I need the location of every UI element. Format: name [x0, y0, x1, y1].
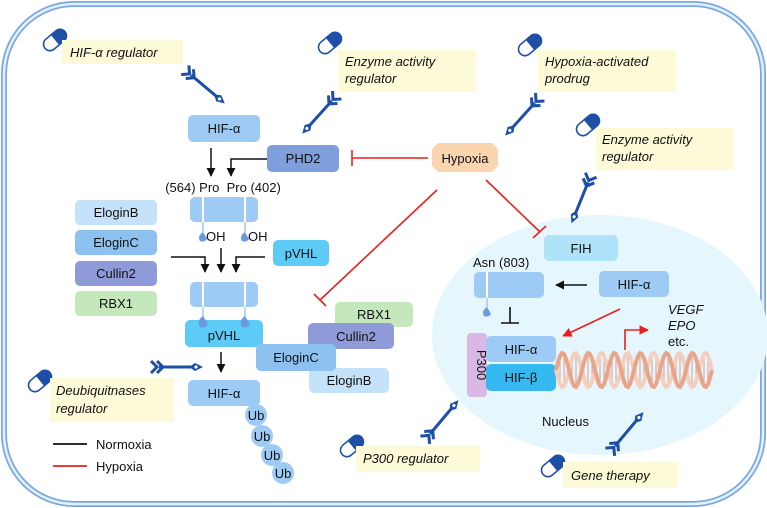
legend-label: Normoxia: [96, 437, 152, 452]
svg-text:HIF-β: HIF-β: [505, 370, 538, 385]
gene-label: EPO: [668, 318, 695, 333]
drug-label: regulator: [56, 401, 108, 416]
svg-text:Cullin2: Cullin2: [336, 329, 376, 344]
svg-text:Cullin2: Cullin2: [96, 266, 136, 281]
drug-gene-therapy: Gene therapy: [538, 451, 678, 488]
drug-label: Hypoxia-activated: [545, 54, 649, 69]
drug-enzyme-activity-regulator-fih: Enzyme activity regulator: [573, 110, 734, 170]
ubiquitin: Ub: [264, 448, 281, 463]
hif-alpha-pvhl-bound: pVHL: [185, 282, 263, 347]
asn-label: Asn (803): [473, 255, 529, 270]
legend: Normoxia Hypoxia: [53, 437, 152, 474]
svg-text:EloginB: EloginB: [327, 373, 372, 388]
svg-text:pVHL: pVHL: [208, 328, 241, 343]
svg-text:PHD2: PHD2: [286, 151, 321, 166]
hif-alpha-hydroxylated: OH OH: [190, 197, 268, 244]
ubiquitin: Ub: [275, 466, 292, 481]
drug-label: Enzyme activity: [345, 54, 437, 69]
hypoxia-node: Hypoxia: [432, 143, 498, 172]
p300: P300: [467, 333, 489, 397]
svg-text:HIF-α: HIF-α: [208, 121, 241, 136]
svg-text:P300: P300: [474, 350, 489, 380]
legend-label: Hypoxia: [96, 459, 144, 474]
e3-complex: RBX1 Cullin2 EloginB EloginC: [256, 302, 413, 393]
pvhl-free: pVHL: [273, 240, 329, 266]
drug-label: Gene therapy: [571, 468, 651, 483]
svg-text:HIF-α: HIF-α: [505, 342, 538, 357]
drug-label: Enzyme activity: [602, 132, 694, 147]
svg-text:EloginC: EloginC: [273, 350, 319, 365]
drug-label: Deubiquitnases: [56, 383, 146, 398]
svg-text:HIF-α: HIF-α: [208, 386, 241, 401]
drug-enzyme-activity-regulator-phd2: Enzyme activity regulator: [315, 28, 476, 92]
drug-label: HIF-α regulator: [70, 45, 158, 60]
ubiquitin: Ub: [254, 429, 271, 444]
svg-text:EloginB: EloginB: [94, 205, 139, 220]
complex-list: EloginB EloginC Cullin2 RBX1: [75, 200, 157, 316]
gene-label: etc.: [668, 334, 689, 349]
svg-text:OH: OH: [248, 229, 268, 244]
hif-beta: HIF-β: [486, 364, 556, 391]
phd2: PHD2: [267, 145, 339, 172]
svg-text:RBX1: RBX1: [99, 296, 133, 311]
drug-label: regulator: [602, 149, 654, 164]
dna-helix-icon: [554, 350, 714, 390]
hif-alpha-bound: HIF-α: [486, 336, 556, 362]
hif-alpha-ubiquitinated: HIF-α Ub Ub Ub Ub: [188, 380, 294, 484]
svg-text:pVHL: pVHL: [285, 246, 318, 261]
proline-label: (564) Pro Pro (402): [165, 180, 281, 195]
svg-text:OH: OH: [206, 229, 226, 244]
drug-label: prodrug: [544, 71, 591, 86]
nucleus-label: Nucleus: [542, 414, 589, 429]
hif-alpha-nuclear: HIF-α: [599, 271, 669, 297]
dna-strand: [554, 350, 714, 390]
hif-alpha-asn: [474, 272, 544, 317]
gene-label: VEGF: [668, 302, 704, 317]
drug-deubiquitnases-regulator: Deubiquitnases regulator: [25, 366, 174, 422]
svg-text:HIF-α: HIF-α: [618, 277, 651, 292]
hif-alpha-top: HIF-α: [188, 115, 260, 142]
drug-label: P300 regulator: [363, 451, 449, 466]
svg-text:FIH: FIH: [571, 241, 592, 256]
drug-hif-alpha-regulator: HIF-α regulator: [40, 25, 183, 64]
fih: FIH: [544, 235, 618, 261]
drug-label: regulator: [345, 71, 397, 86]
drug-p300-regulator: P300 regulator: [337, 431, 480, 472]
ubiquitin: Ub: [248, 408, 265, 423]
svg-text:Hypoxia: Hypoxia: [442, 151, 490, 166]
svg-text:RBX1: RBX1: [357, 307, 391, 322]
drug-hypoxia-activated-prodrug: Hypoxia-activated prodrug: [515, 30, 676, 92]
svg-text:EloginC: EloginC: [93, 235, 139, 250]
